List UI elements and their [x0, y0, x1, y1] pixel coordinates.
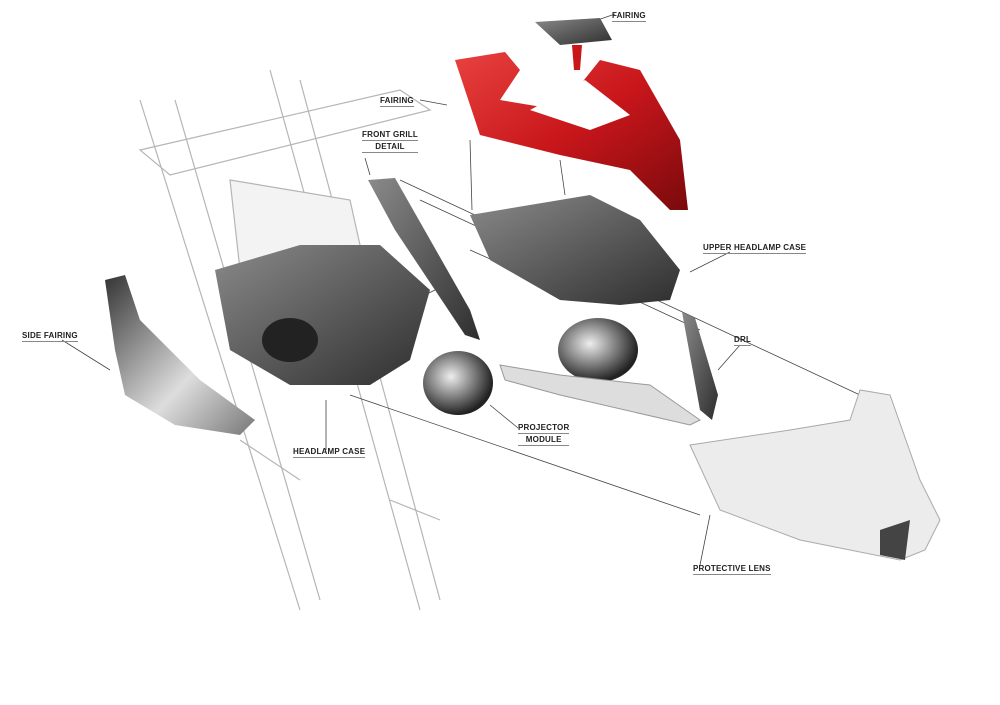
- label-side-fairing: SIDE FAIRING: [22, 331, 78, 342]
- label-protective-lens: PROTECTIVE LENS: [693, 564, 771, 575]
- front-grill-part: [368, 178, 480, 340]
- label-fairing-top: FAIRING: [612, 11, 646, 22]
- label-fairing: FAIRING: [380, 96, 414, 107]
- protective-lens-part: [689, 389, 941, 561]
- fairing-cap-part: [535, 18, 612, 45]
- projector-module-part: [423, 351, 493, 415]
- label-drl: DRL: [734, 335, 752, 346]
- label-headlamp-case: HEADLAMP CASE: [293, 447, 366, 458]
- headlamp-case-part: [215, 245, 430, 385]
- drl-lightguide-part: [499, 364, 701, 426]
- upper-headlamp-case-part: [470, 195, 680, 305]
- fairing-part: [455, 52, 688, 210]
- drl-part: [682, 312, 718, 420]
- side-fairing-part: [105, 275, 255, 435]
- label-upper-headlamp-case: UPPER HEADLAMP CASE: [703, 243, 807, 254]
